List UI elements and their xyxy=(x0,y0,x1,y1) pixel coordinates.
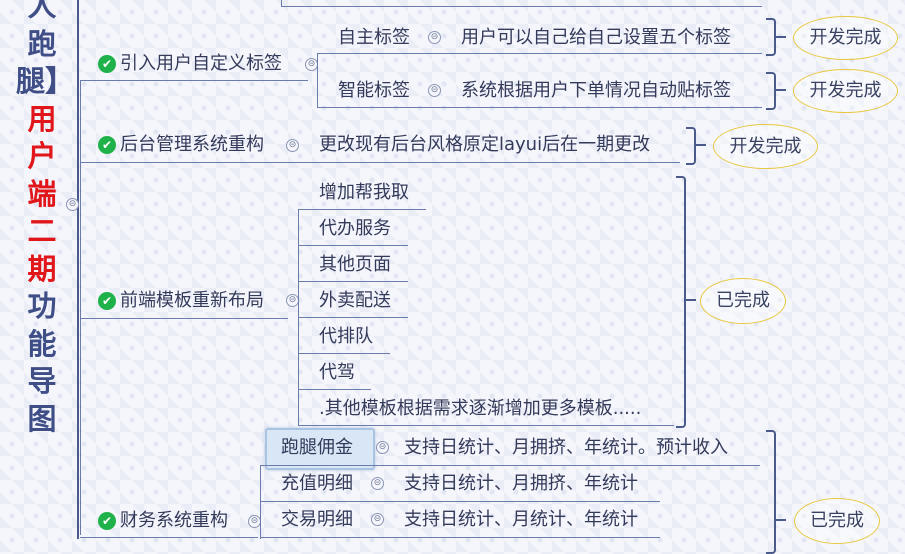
topic-underline xyxy=(80,162,680,163)
frontend-item[interactable]: 代办服务 xyxy=(319,218,391,239)
finance-item-commission[interactable]: 跑腿佣金 xyxy=(281,437,353,458)
topic-underline xyxy=(80,537,258,538)
detail-self-tag[interactable]: 用户可以自己给自己设置五个标签 xyxy=(461,27,731,48)
bracket-tick xyxy=(776,519,786,521)
root-title-part2: 用户端二期 xyxy=(27,101,57,286)
frontend-item[interactable]: 增加帮我取 xyxy=(319,182,409,203)
finance-detail-recharge[interactable]: 支持日统计、月拥挤、年统计 xyxy=(404,473,638,494)
status-badge: 开发完成 xyxy=(713,124,818,169)
finance-item-transaction[interactable]: 交易明细 xyxy=(281,509,353,530)
bracket xyxy=(766,72,776,110)
item-underline xyxy=(260,501,660,502)
bracket-tick xyxy=(776,36,786,38)
item-underline xyxy=(298,209,426,210)
root-title-part1: 人跑腿】 xyxy=(16,0,75,98)
frontend-item[interactable]: 代驾 xyxy=(319,362,355,383)
frontend-item[interactable]: 代排队 xyxy=(319,326,373,347)
status-badge: 已完成 xyxy=(794,498,880,544)
item-underline xyxy=(298,281,408,282)
item-underline xyxy=(298,425,674,426)
check-icon: ✔ xyxy=(98,292,116,310)
collapse-icon[interactable]: ⊝ xyxy=(376,441,389,454)
branch-vline xyxy=(260,466,261,539)
finance-detail-commission[interactable]: 支持日统计、月拥挤、年统计。预计收入 xyxy=(404,437,728,458)
status-badge: 开发完成 xyxy=(793,16,898,60)
item-underline xyxy=(298,317,408,318)
topic-frontend[interactable]: 前端模板重新布局 xyxy=(120,290,264,311)
item-underline xyxy=(298,353,390,354)
check-icon: ✔ xyxy=(98,512,116,530)
trunk-line xyxy=(80,80,81,535)
root-collapse-icon[interactable]: ⊝ xyxy=(66,198,79,211)
subtopic-smart-tag[interactable]: 智能标签 xyxy=(338,80,410,101)
selected-node-frame[interactable] xyxy=(265,428,375,470)
subtopic-self-tag[interactable]: 自主标签 xyxy=(338,27,410,48)
collapse-icon[interactable]: ⊝ xyxy=(286,139,299,152)
collapse-icon[interactable]: ⊝ xyxy=(371,513,384,526)
topic-underline xyxy=(80,80,308,81)
root-topic-text: 人跑腿】用户端二期功能导图 xyxy=(16,0,74,438)
root-title-part3: 功能导图 xyxy=(27,289,57,436)
bracket-tick xyxy=(686,299,696,301)
bracket-tick xyxy=(776,89,786,91)
topic-underline xyxy=(80,318,288,319)
root-topic[interactable]: 人跑腿】用户端二期功能导图 xyxy=(10,0,74,539)
branch-vline xyxy=(317,53,318,108)
item-underline xyxy=(260,537,660,538)
status-badge: 已完成 xyxy=(700,278,786,324)
bracket xyxy=(766,18,776,56)
frontend-item[interactable]: 外卖配送 xyxy=(319,290,391,311)
collapse-icon[interactable]: ⊝ xyxy=(371,477,384,490)
finance-item-recharge[interactable]: 充值明细 xyxy=(281,473,353,494)
finance-detail-transaction[interactable]: 支持日统计、月统计、年统计 xyxy=(404,509,638,530)
item-underline xyxy=(298,245,408,246)
frontend-item[interactable]: 其他页面 xyxy=(319,254,391,275)
root-divider xyxy=(77,0,79,539)
top-branch-vline xyxy=(281,0,282,7)
topic-finance[interactable]: 财务系统重构 xyxy=(120,510,228,531)
collapse-icon[interactable]: ⊝ xyxy=(428,31,441,44)
check-icon: ✔ xyxy=(98,136,116,154)
subtopic-underline xyxy=(317,53,762,54)
status-badge: 开发完成 xyxy=(793,69,898,113)
bracket xyxy=(766,430,776,554)
item-underline xyxy=(260,465,760,466)
subtopic-underline xyxy=(317,107,762,108)
detail-smart-tag[interactable]: 系统根据用户下单情况自动贴标签 xyxy=(461,80,731,101)
frontend-item[interactable]: .其他模板根据需求逐渐增加更多模板..... xyxy=(319,398,642,419)
bracket-tick xyxy=(696,144,706,146)
topic-backend[interactable]: 后台管理系统重构 xyxy=(120,134,264,155)
bracket xyxy=(686,127,696,165)
bracket xyxy=(676,176,686,428)
collapse-icon[interactable]: ⊝ xyxy=(428,84,441,97)
top-branch-line xyxy=(282,6,762,7)
detail-backend[interactable]: 更改现有后台风格原定layui后在一期更改 xyxy=(319,134,651,155)
item-underline xyxy=(298,389,371,390)
check-icon: ✔ xyxy=(98,55,116,73)
topic-custom-tags[interactable]: 引入用户自定义标签 xyxy=(120,53,282,74)
